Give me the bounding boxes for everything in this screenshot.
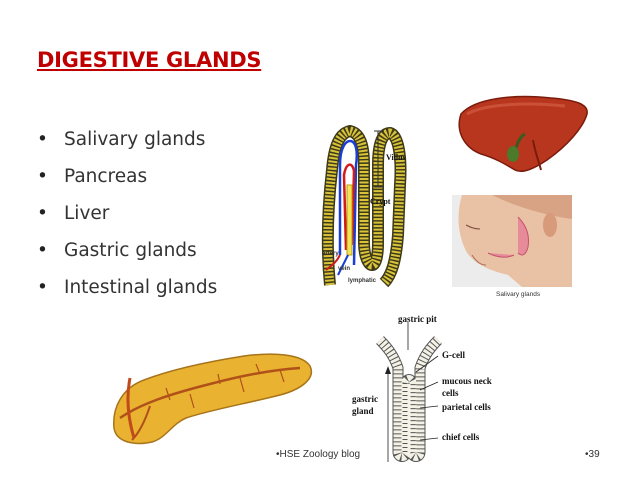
g-cell-label: G-cell — [442, 350, 465, 360]
liver-illustration — [455, 92, 595, 182]
villus-illustration — [321, 124, 407, 288]
lymphatic-label: lymphatic — [348, 278, 377, 284]
bullet-list: Salivary glands Pancreas Liver Gastric g… — [37, 121, 217, 306]
mucous-neck-label: mucous neck — [442, 376, 492, 386]
gastric-gland-label-2: gland — [352, 406, 374, 416]
pancreas-illustration — [110, 348, 320, 448]
parietal-cells-label: parietal cells — [442, 402, 491, 412]
villus-label: Villus — [386, 153, 406, 162]
gastric-pit-label: gastric pit — [398, 314, 437, 324]
gastric-gland-label: gastric — [352, 394, 378, 404]
bullet-item: Salivary glands — [37, 121, 217, 158]
bullet-item: Pancreas — [37, 158, 217, 195]
chief-cells-label: chief cells — [442, 432, 480, 442]
crypt-label: Crypt — [370, 197, 391, 206]
bullet-item: Intestinal glands — [37, 269, 217, 306]
slide-title: DIGESTIVE GLANDS — [37, 48, 262, 72]
artery-label: artery — [322, 251, 339, 257]
villus-diagram: Villus Crypt artery vein lymphatic — [318, 124, 438, 290]
page-number: •39 — [585, 449, 600, 460]
bullet-item: Gastric glands — [37, 232, 217, 269]
footer-source: •HSE Zoology blog — [276, 449, 361, 460]
salivary-gland-illustration: Salivary glands — [452, 195, 572, 303]
vein-label: vein — [338, 266, 351, 272]
salivary-caption: Salivary glands — [496, 291, 541, 298]
gastric-gland-diagram: gastric pit G-cell mucous neck cells par… — [350, 312, 525, 462]
bullet-item: Liver — [37, 195, 217, 232]
mucous-neck-label-2: cells — [442, 388, 459, 398]
